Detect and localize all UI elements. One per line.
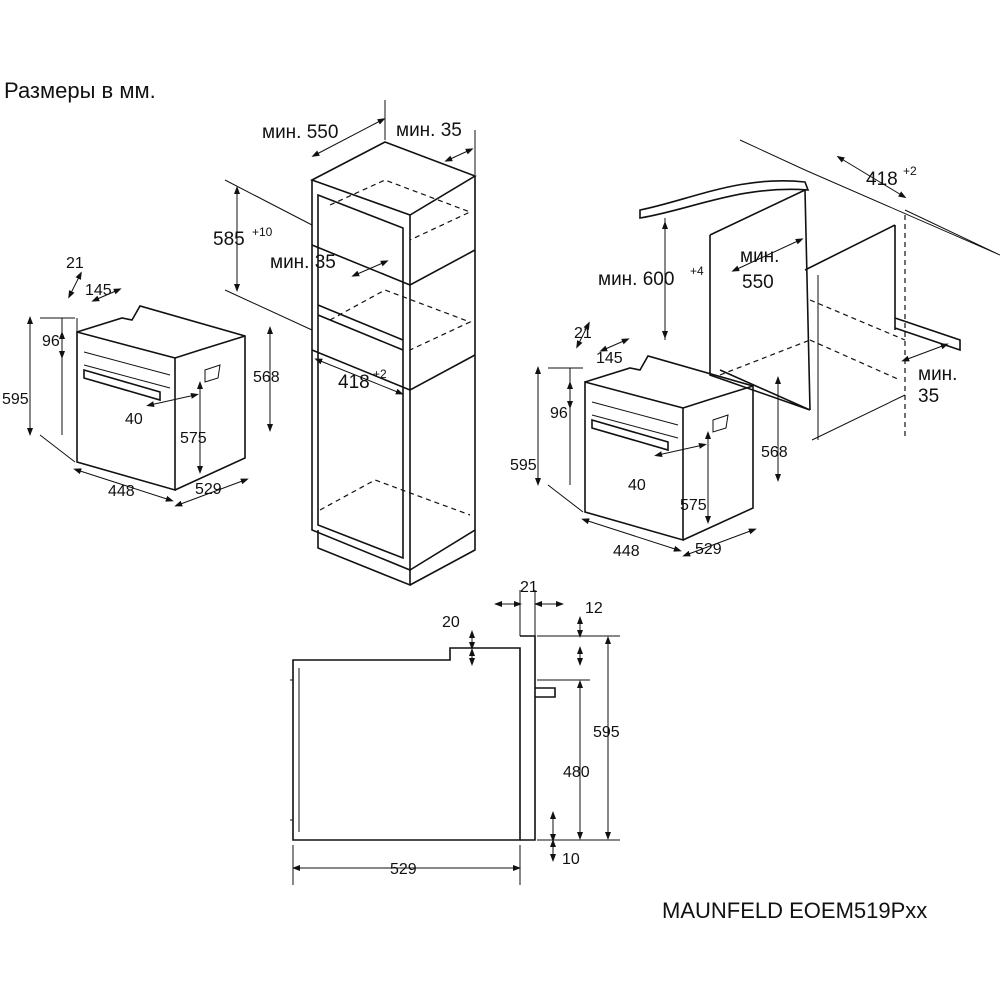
dim-480: 480	[563, 764, 590, 781]
oven-side-view: 21 12 20 595 480 529 10	[290, 579, 620, 885]
dim-min-600: мин. 600	[598, 269, 674, 290]
dim-529: 529	[695, 541, 722, 558]
dim-575: 575	[680, 497, 707, 514]
dim-min-35-top: мин. 35	[396, 120, 462, 141]
dim-40: 40	[125, 411, 143, 428]
dim-568: 568	[253, 369, 280, 386]
dim-418-right: 418	[866, 169, 898, 190]
dim-20: 20	[442, 614, 460, 631]
dim-21: 21	[66, 255, 84, 272]
dim-10: 10	[562, 851, 580, 868]
dim-595: 595	[593, 724, 620, 741]
dim-min-550: мин. 550	[262, 122, 338, 143]
under-counter-cabinet: 418 +2 мин. 600 +4 мин. 550 мин. 35	[598, 139, 1000, 441]
dim-595: 595	[2, 391, 29, 408]
dim-568: 568	[761, 444, 788, 461]
dim-448: 448	[108, 483, 135, 500]
page-title: Размеры в мм.	[4, 78, 156, 103]
dim-418: 418	[338, 372, 370, 393]
oven-isometric-right: 21 145 96 595 568 40 575 448 529	[510, 321, 788, 560]
dim-145: 145	[596, 350, 623, 367]
dim-550: 550	[742, 272, 774, 293]
dim-585: 585	[213, 229, 245, 250]
dim-40: 40	[628, 477, 646, 494]
dim-418-tolerance: +2	[373, 367, 387, 381]
dim-min-35-mid: мин. 35	[270, 252, 336, 273]
dim-595: 595	[510, 457, 537, 474]
dim-96: 96	[550, 405, 568, 422]
dim-35: 35	[918, 386, 939, 407]
dim-21: 21	[574, 325, 592, 342]
dim-448: 448	[613, 543, 640, 560]
dim-12: 12	[585, 600, 603, 617]
dim-529: 529	[195, 481, 222, 498]
tall-cabinet: мин. 550 мин. 35 585 +10 мин. 35 418 +2	[213, 100, 477, 587]
dim-585-tolerance: +10	[252, 225, 273, 239]
dim-575: 575	[180, 430, 207, 447]
model-name: MAUNFELD EOEM519Pxx	[662, 898, 928, 923]
dim-min-label-550: мин.	[740, 246, 779, 267]
dim-418-right-tolerance: +2	[903, 164, 917, 178]
oven-isometric-left: 21 145 96 595 568 40 575 448 529	[2, 255, 280, 507]
dim-min-label-35: мин.	[918, 364, 957, 385]
dim-96: 96	[42, 333, 60, 350]
dim-21: 21	[520, 579, 538, 596]
dim-145: 145	[85, 282, 112, 299]
dim-529: 529	[390, 861, 417, 878]
dim-min-600-tolerance: +4	[690, 264, 704, 278]
